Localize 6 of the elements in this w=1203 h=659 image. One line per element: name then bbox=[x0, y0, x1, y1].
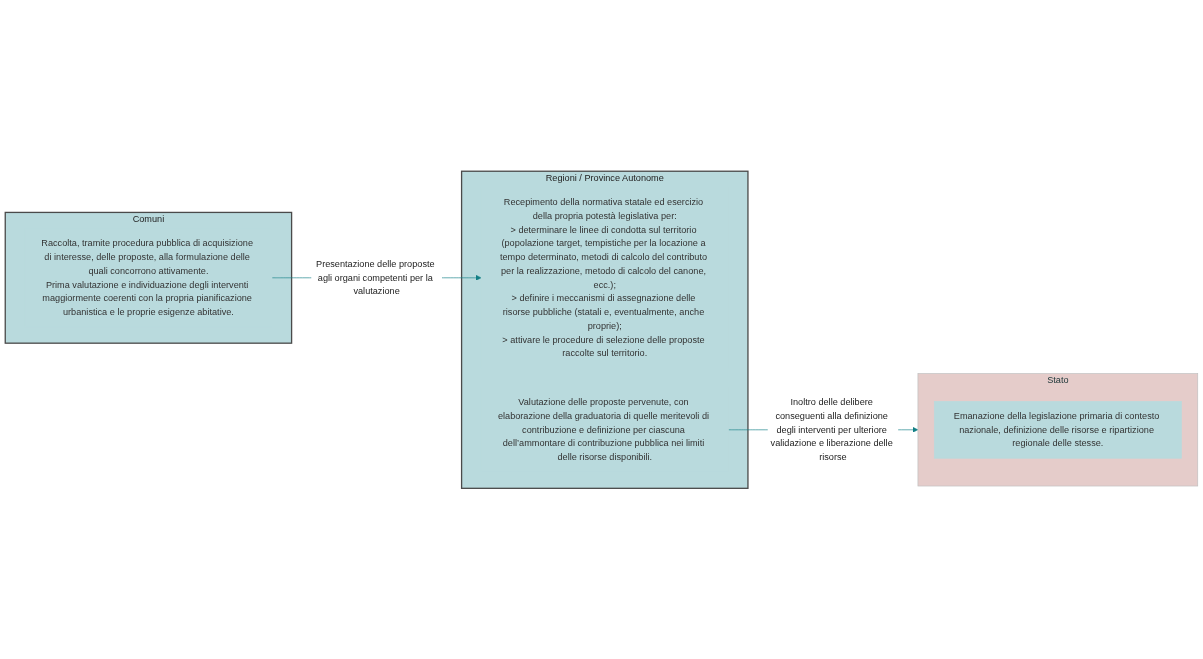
node-text: Recepimento della normativa statale ed esercizio della propria potestà legislativa per: > determinare le linee di condotta sul territorio (popolazione target, tempistiche per la locazione a tempo determinato, metodi di calcolo del contributo per la realizzazione, metodo di calcolo del canone, ecc.); > definire i meccanismi di assegnazione delle risorse pubbliche (statali e, eventualmente, anche proprie); > attivare le procedure di selezione delle proposte raccolte sul territorio. bbox=[499, 196, 708, 358]
node-text: Valutazione delle proposte pervenute, con elaborazione della graduatoria di quelle meritevoli di contribuzione e definizione per ciascuna dell’ammontare di contribuzione pubblica nei limiti delle risorse disponibili. bbox=[497, 396, 710, 462]
node-text: Raccolta, tramite procedura pubblica di acquisizione di interesse, delle proposte, alla formulazione delle quali concorrono attivamente. Prima valutazione e individuazione degli interventi maggiormente coerenti con la propria pianificazione urbanistica e le proprie esigenze abitative. bbox=[41, 237, 253, 317]
edge-label: Inoltro delle delibere conseguenti alla definizione degli interventi per ulteriore validazione e liberazione delle risorse bbox=[770, 396, 893, 462]
edge-label: Presentazione delle proposte agli organi competenti per la valutazione bbox=[316, 258, 435, 297]
node-box: Emanazione della legislazione primaria di contesto nazionale, definizione delle risorse e ripartizione regionale delle stesse. bbox=[933, 400, 1182, 459]
